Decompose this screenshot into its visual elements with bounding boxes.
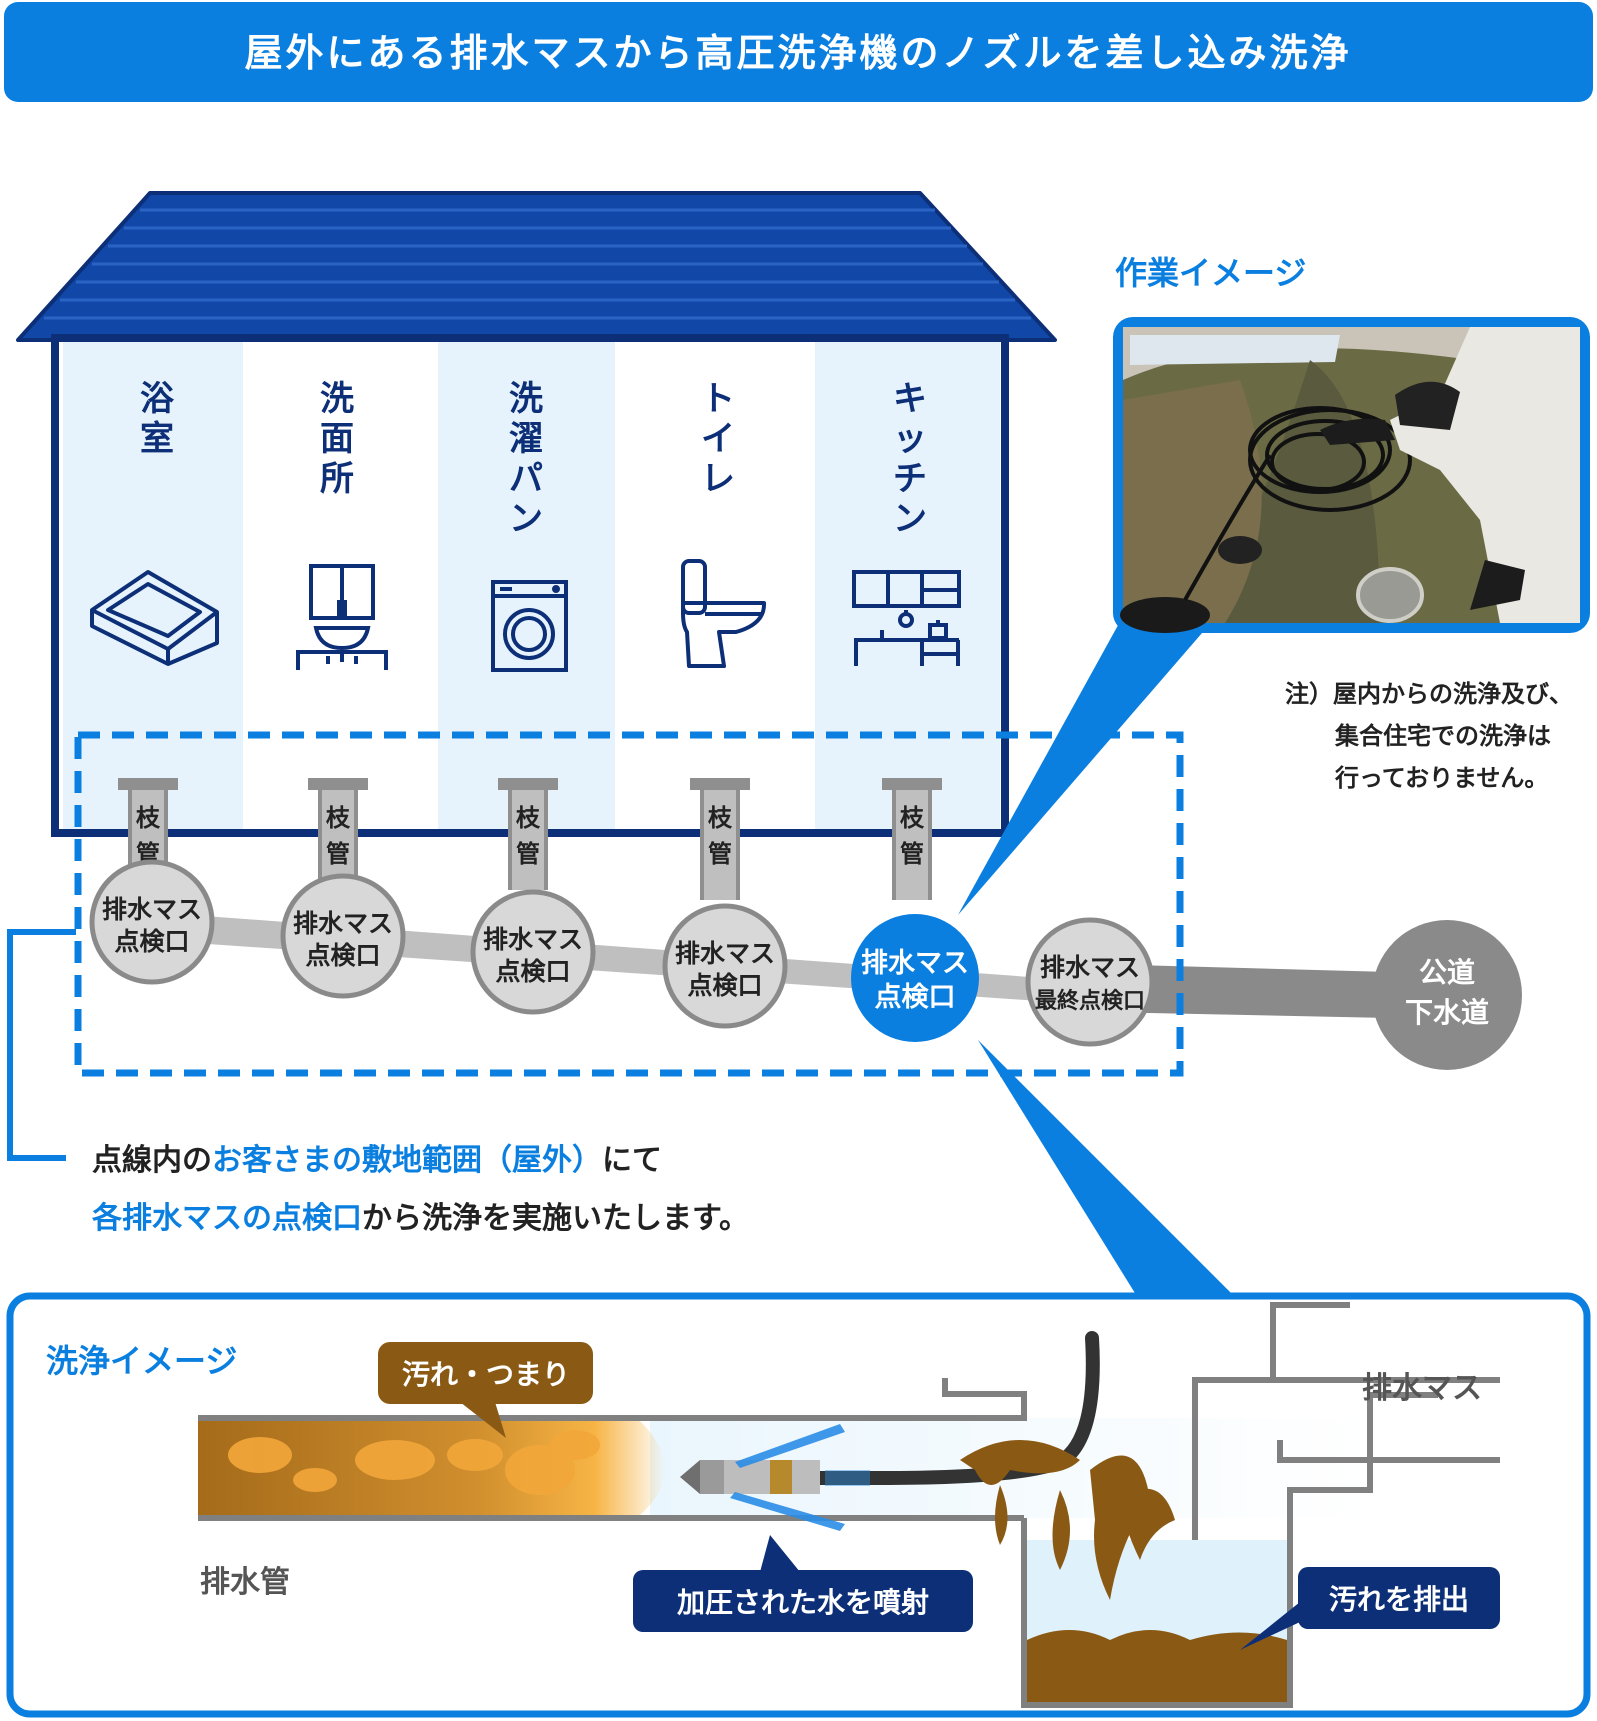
svg-text:行っておりません。: 行っておりません。	[1334, 764, 1548, 792]
svg-text:汚れ・つまり: 汚れ・つまり	[402, 1358, 570, 1391]
cleaning-scene	[198, 1302, 1500, 1708]
public-sewer: 公道 下水道	[1372, 920, 1522, 1070]
branch-pipe: 枝 管	[308, 778, 368, 880]
final-inspection-port: 排水マス 最終点検口	[1025, 917, 1155, 1047]
inspection-port: 排水マス 点検口	[662, 903, 788, 1029]
svg-text:点検口: 点検口	[305, 941, 380, 970]
svg-text:排水マス: 排水マス	[293, 909, 393, 938]
svg-text:加圧された水を噴射: 加圧された水を噴射	[677, 1586, 929, 1619]
cleaning-image-pointer	[978, 1040, 1236, 1298]
svg-text:公道: 公道	[1419, 956, 1475, 989]
spray-label: 加圧された水を噴射	[633, 1535, 973, 1632]
svg-text:レ: レ	[701, 459, 735, 499]
svg-text:管: 管	[516, 840, 540, 868]
roof	[16, 191, 1057, 342]
svg-text:枝: 枝	[136, 804, 161, 832]
svg-text:濯: 濯	[509, 419, 543, 459]
svg-text:排水マス: 排水マス	[102, 895, 202, 924]
room-label-bathroom: 浴 室	[140, 379, 175, 459]
svg-text:汚れを排出: 汚れを排出	[1329, 1583, 1469, 1616]
discharge-label: 汚れを排出	[1240, 1567, 1500, 1650]
scope-text-line2: 各排水マスの点検口から洗浄を実施いたします。	[91, 1201, 749, 1236]
svg-text:パ: パ	[509, 459, 543, 499]
branch-pipes: 枝 管 枝 管 枝 管 枝 管 枝 管	[118, 778, 942, 900]
svg-text:枝: 枝	[516, 804, 541, 832]
svg-text:枝: 枝	[326, 804, 351, 832]
svg-text:管: 管	[900, 840, 924, 868]
svg-text:浴: 浴	[140, 379, 175, 419]
svg-text:点検口: 点検口	[114, 927, 189, 956]
pipe-label: 排水管	[200, 1565, 290, 1600]
svg-text:注）屋内からの洗浄及び、: 注）屋内からの洗浄及び、	[1285, 680, 1573, 708]
work-image-title: 作業イメージ	[1115, 254, 1306, 292]
inspection-port: 排水マス 点検口	[470, 889, 596, 1015]
inspection-port: 排水マス 点検口	[89, 859, 215, 985]
scope-text-line1: 点線内のお客さまの敷地範囲（屋外）にて	[92, 1143, 662, 1178]
svg-text:管: 管	[326, 840, 350, 868]
svg-text:排水マス: 排水マス	[861, 948, 969, 979]
svg-text:点検口: 点検口	[875, 982, 956, 1013]
header-banner: 屋外にある排水マスから高圧洗浄機のノズルを差し込み洗浄	[4, 2, 1593, 102]
svg-text:チ: チ	[893, 459, 927, 499]
kitchen-icon	[852, 570, 961, 666]
svg-text:キ: キ	[893, 379, 927, 419]
inspection-port: 排水マス 点検口	[280, 873, 406, 999]
basin-label: 排水マス	[1362, 1371, 1482, 1406]
svg-text:点検口: 点検口	[687, 971, 762, 1000]
svg-text:管: 管	[708, 840, 732, 868]
work-photo	[1113, 317, 1590, 633]
property-boundary	[74, 731, 1184, 1077]
scope-connector	[7, 929, 76, 1161]
dirt-label: 汚れ・つまり	[378, 1342, 593, 1438]
svg-text:面: 面	[320, 419, 354, 459]
svg-text:ッ: ッ	[893, 419, 927, 459]
svg-text:排水マス: 排水マス	[483, 925, 583, 954]
house	[16, 191, 1057, 837]
bathtub-icon	[90, 570, 219, 666]
branch-pipe: 枝 管	[690, 778, 750, 900]
work-image-pointer	[958, 618, 1215, 915]
toilet-icon	[681, 559, 767, 668]
svg-text:枝: 枝	[708, 804, 733, 832]
svg-text:所: 所	[320, 459, 354, 499]
svg-text:ン: ン	[509, 499, 543, 539]
svg-text:点検口: 点検口	[495, 957, 570, 986]
room-label-toilet: ト イ レ	[701, 379, 735, 499]
svg-text:排水マス: 排水マス	[1040, 953, 1140, 982]
svg-text:ト: ト	[701, 379, 735, 419]
svg-text:ン: ン	[893, 499, 927, 539]
svg-text:枝: 枝	[900, 804, 925, 832]
cleaning-image-title: 洗浄イメージ	[46, 1342, 237, 1380]
room-label-washroom: 洗 面 所	[320, 379, 354, 499]
svg-text:室: 室	[140, 419, 174, 459]
room-label-kitchen: キ ッ チ ン	[893, 379, 927, 539]
branch-pipe: 枝 管	[882, 778, 942, 900]
inspection-port-highlighted: 排水マス 点検口	[851, 914, 979, 1042]
branch-pipe: 枝 管	[498, 778, 558, 890]
svg-text:洗: 洗	[320, 379, 354, 419]
svg-text:排水マス: 排水マス	[675, 939, 775, 968]
svg-text:集合住宅での洗浄は: 集合住宅での洗浄は	[1334, 722, 1551, 750]
washbasin-icon	[296, 564, 388, 670]
svg-text:下水道: 下水道	[1405, 996, 1489, 1029]
room-label-laundry-pan: 洗 濯 パ ン	[509, 379, 543, 539]
header-title: 屋外にある排水マスから高圧洗浄機のノズルを差し込み洗浄	[244, 31, 1351, 75]
svg-text:洗: 洗	[509, 379, 543, 419]
work-note: 注）屋内からの洗浄及び、 集合住宅での洗浄は 行っておりません。	[1285, 680, 1573, 792]
washing-machine-icon	[491, 580, 568, 672]
svg-text:最終点検口: 最終点検口	[1035, 988, 1145, 1014]
svg-text:イ: イ	[701, 419, 735, 459]
nozzle	[680, 1460, 820, 1494]
